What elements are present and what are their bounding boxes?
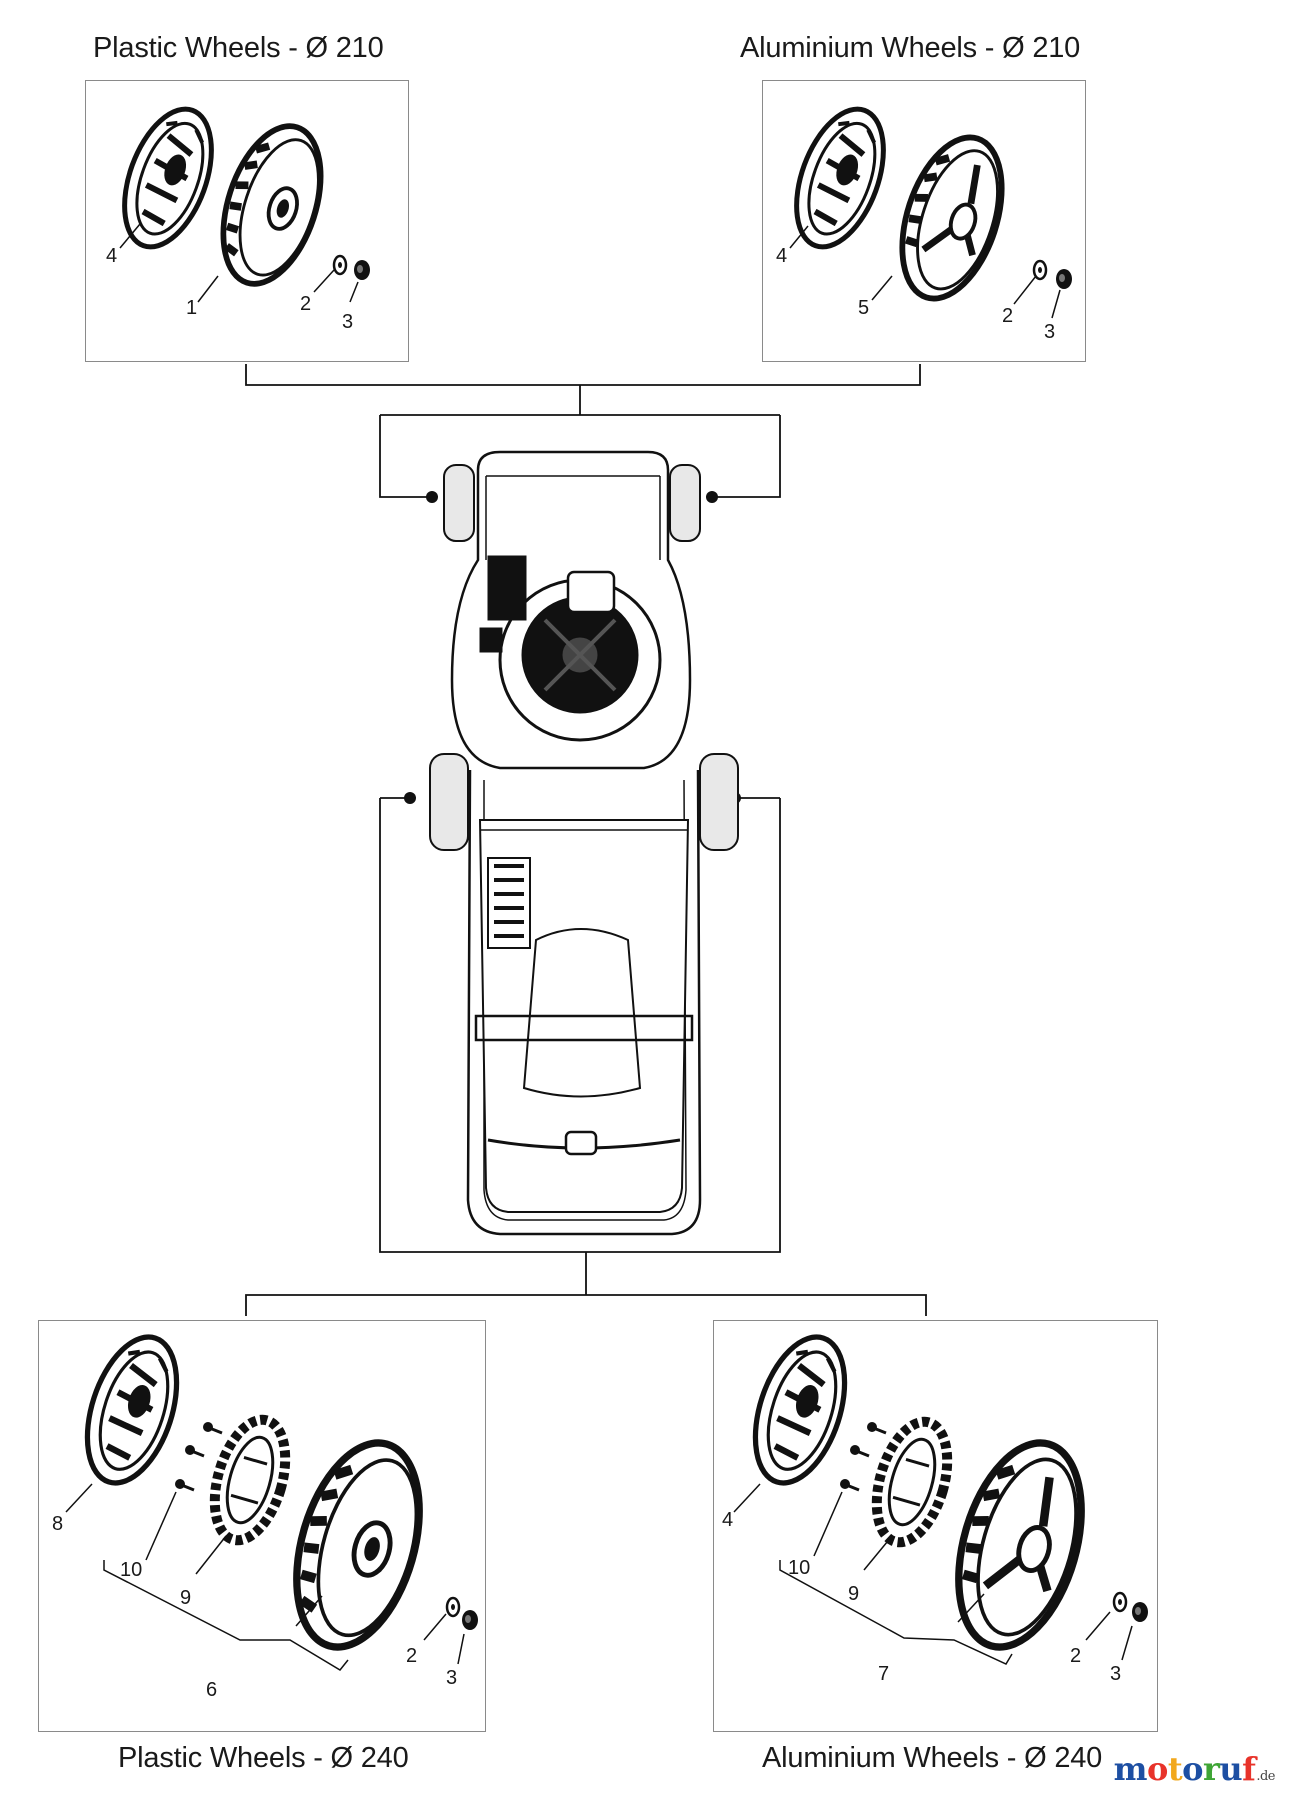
callout-top-left-3: 3 <box>342 311 354 333</box>
callout-bottom-right-3: 3 <box>1110 1663 1122 1685</box>
tyre-icon <box>275 1429 441 1662</box>
callout-top-right-3: 3 <box>1044 321 1056 343</box>
motoruf-watermark-logo: motoruf.de <box>1114 1750 1276 1788</box>
callout-bottom-left-2: 2 <box>406 1645 418 1667</box>
wheel-set-plastic-240 <box>71 1326 478 1662</box>
wheel-set-aluminium-240 <box>739 1326 1148 1662</box>
callout-top-right-5: 5 <box>858 297 870 319</box>
washer-icon <box>1112 1591 1128 1613</box>
hubcap-icon <box>780 97 901 258</box>
nut-icon <box>462 1610 478 1630</box>
callout-bottom-right-7: 7 <box>878 1663 890 1685</box>
nut-icon <box>354 260 370 280</box>
alu-tyre-icon <box>937 1429 1103 1662</box>
callout-bottom-right-10: 10 <box>788 1557 811 1579</box>
title-aluminium-210: Aluminium Wheels - Ø 210 <box>740 32 1081 64</box>
wheel-set-plastic-210 <box>108 97 370 296</box>
callout-bottom-left-10: 10 <box>120 1559 143 1581</box>
screw-icon <box>838 1477 861 1492</box>
washer-icon <box>445 1596 461 1618</box>
brand-word: motoruf <box>1114 1750 1256 1788</box>
callout-bottom-left-3: 3 <box>446 1667 458 1689</box>
callout-top-right-2: 2 <box>1002 305 1014 327</box>
brand-letter: t <box>1167 1750 1183 1788</box>
brand-letter: r <box>1202 1750 1220 1788</box>
screw-icon <box>173 1477 196 1492</box>
callout-top-right-4: 4 <box>776 245 788 267</box>
ring-icon <box>864 1414 960 1551</box>
callout-leaders <box>65 223 1133 1671</box>
brand-letter: o <box>1146 1750 1168 1788</box>
title-plastic-240: Plastic Wheels - Ø 240 <box>118 1742 409 1774</box>
callout-top-left-4: 4 <box>106 245 118 267</box>
screw-icon <box>201 1420 224 1435</box>
alu-tyre-icon <box>884 125 1020 311</box>
nut-icon <box>1056 269 1072 289</box>
callout-top-left-1: 1 <box>186 297 198 319</box>
hubcap-icon <box>71 1326 194 1494</box>
screw-icon <box>848 1443 871 1458</box>
title-plastic-210: Plastic Wheels - Ø 210 <box>93 32 384 64</box>
wheel-set-aluminium-210 <box>780 97 1072 311</box>
callout-bottom-left-8: 8 <box>52 1513 64 1535</box>
callout-bottom-right-9: 9 <box>848 1583 860 1605</box>
brand-letter: f <box>1242 1750 1256 1788</box>
brand-letter: u <box>1219 1750 1243 1788</box>
screw-icon <box>183 1443 206 1458</box>
callout-bottom-left-9: 9 <box>180 1587 192 1609</box>
tyre-icon <box>205 114 339 296</box>
brand-tld: .de <box>1256 1769 1275 1784</box>
callout-bottom-left-6: 6 <box>206 1679 218 1701</box>
brand-letter: m <box>1113 1750 1148 1788</box>
callout-bottom-right-4: 4 <box>722 1509 734 1531</box>
connector-lines <box>245 364 927 1316</box>
title-aluminium-240: Aluminium Wheels - Ø 240 <box>762 1742 1103 1774</box>
callout-bottom-right-2: 2 <box>1070 1645 1082 1667</box>
screw-icon <box>865 1420 888 1435</box>
hubcap-icon <box>108 97 229 258</box>
lawn-mower-top-view-icon <box>429 450 739 1236</box>
callout-top-left-2: 2 <box>300 293 312 315</box>
hubcap-icon <box>739 1326 862 1494</box>
nut-icon <box>1132 1602 1148 1622</box>
washer-icon <box>332 254 348 276</box>
brand-letter: o <box>1182 1750 1203 1788</box>
